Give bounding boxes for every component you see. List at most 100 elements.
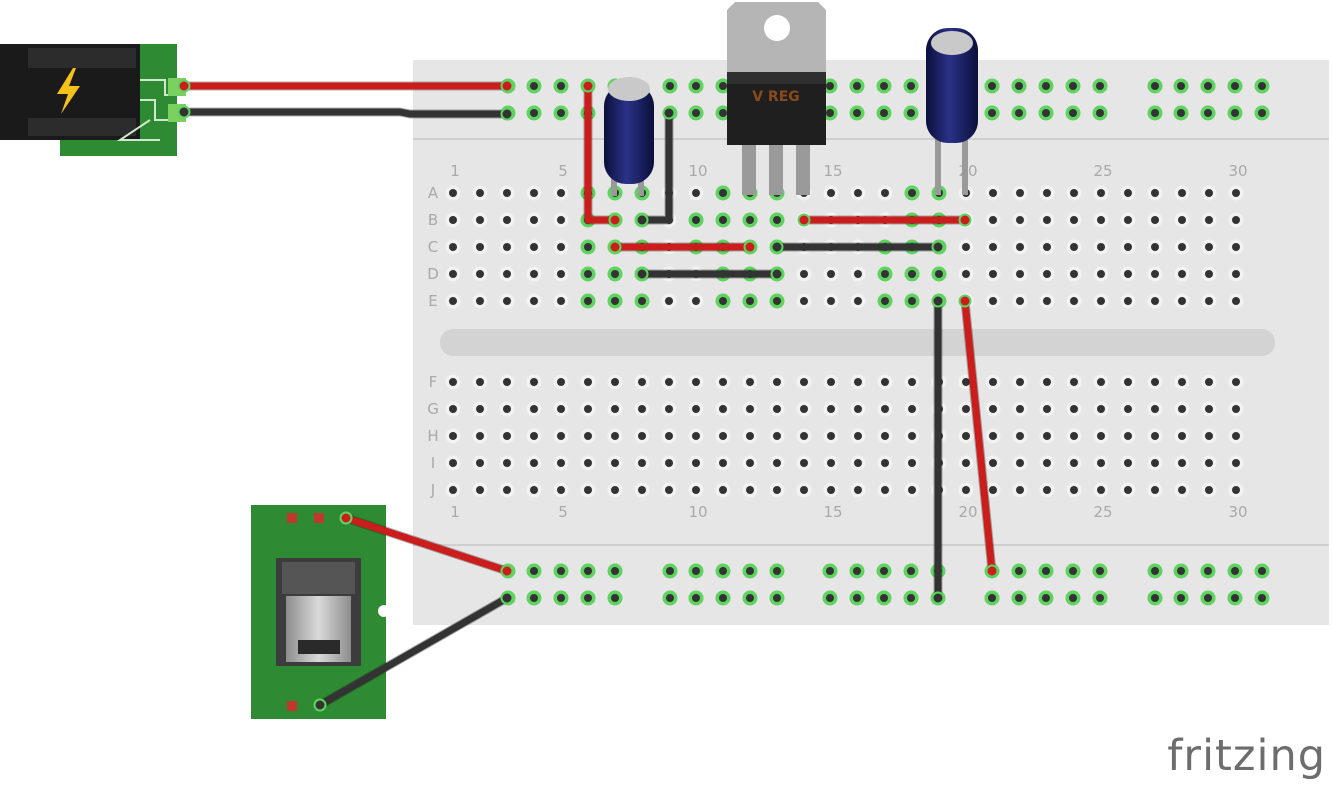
- row-label-E: E: [428, 292, 437, 310]
- hole-B24: [1066, 212, 1082, 228]
- row-label-F: F: [429, 373, 438, 391]
- hole-A16: [850, 185, 866, 201]
- hole-I17: [877, 455, 893, 471]
- rail-hole-1-4-1: [1173, 105, 1189, 121]
- regulator-leg-2: [769, 145, 783, 195]
- rail-hole-0-3-4: [1092, 78, 1108, 94]
- rail-hole-3-2-0: [822, 590, 838, 606]
- hole-B29: [1201, 212, 1217, 228]
- column-label-15-top: 15: [823, 162, 842, 180]
- hole-B26: [1120, 212, 1136, 228]
- capacitor-left-leg-2: [638, 178, 644, 196]
- rail-hole-2-2-3: [903, 563, 919, 579]
- hole-D27: [1147, 266, 1163, 282]
- fritzing-logo: fritzing: [1167, 731, 1326, 781]
- rail-hole-1-2-2: [876, 105, 892, 121]
- hole-F29: [1201, 374, 1217, 390]
- hole-E13: [769, 293, 785, 309]
- hole-J5: [553, 482, 569, 498]
- hole-F15: [823, 374, 839, 390]
- hole-F12: [742, 374, 758, 390]
- rail-hole-0-4-3: [1227, 78, 1243, 94]
- capacitor-left-leg-1: [611, 178, 617, 196]
- voltage-regulator: V REG: [727, 2, 826, 195]
- hole-A15: [823, 185, 839, 201]
- rail-hole-3-1-0: [662, 590, 678, 606]
- hole-B27: [1147, 212, 1163, 228]
- rail-hole-0-3-3: [1065, 78, 1081, 94]
- hole-C4: [526, 239, 542, 255]
- hole-H12: [742, 428, 758, 444]
- wire-rail-to-b5: [581, 79, 622, 227]
- hole-G17: [877, 401, 893, 417]
- capacitor-right: [926, 28, 978, 195]
- rail-hole-2-4-0: [1147, 563, 1163, 579]
- rail-hole-1-0-2: [553, 105, 569, 121]
- hole-J13: [769, 482, 785, 498]
- hole-F10: [688, 374, 704, 390]
- rail-hole-3-4-0: [1147, 590, 1163, 606]
- row-label-I: I: [431, 454, 435, 472]
- regulator-mount-hole: [764, 15, 790, 41]
- hole-I10: [688, 455, 704, 471]
- hole-F27: [1147, 374, 1163, 390]
- row-label-C: C: [428, 238, 438, 256]
- hole-H9: [661, 428, 677, 444]
- rail-hole-1-3-4: [1092, 105, 1108, 121]
- hole-B21: [985, 212, 1001, 228]
- hole-E18: [904, 293, 920, 309]
- hole-G1: [445, 401, 461, 417]
- rail-hole-3-0-4: [607, 590, 623, 606]
- hole-I30: [1228, 455, 1244, 471]
- hole-B2: [472, 212, 488, 228]
- hole-I6: [580, 455, 596, 471]
- column-label-1-top: 1: [450, 162, 460, 180]
- hole-F9: [661, 374, 677, 390]
- hole-A5: [553, 185, 569, 201]
- hole-G22: [1012, 401, 1028, 417]
- rail-hole-2-4-3: [1227, 563, 1243, 579]
- hole-E29: [1201, 293, 1217, 309]
- hole-B11: [715, 212, 731, 228]
- hole-I24: [1066, 455, 1082, 471]
- hole-E12: [742, 293, 758, 309]
- column-label-25-bottom: 25: [1093, 503, 1112, 521]
- hole-E16: [850, 293, 866, 309]
- hole-D18: [904, 266, 920, 282]
- column-label-5-top: 5: [558, 162, 568, 180]
- hole-G3: [499, 401, 515, 417]
- hole-J12: [742, 482, 758, 498]
- hole-E6: [580, 293, 596, 309]
- capacitor-left-top: [608, 77, 650, 101]
- rail-hole-2-2-1: [849, 563, 865, 579]
- rail-hole-1-2-1: [849, 105, 865, 121]
- column-label-10-bottom: 10: [688, 503, 707, 521]
- hole-J24: [1066, 482, 1082, 498]
- hole-D15: [823, 266, 839, 282]
- rail-hole-2-2-0: [822, 563, 838, 579]
- rail-hole-2-3-1: [1011, 563, 1027, 579]
- hole-C27: [1147, 239, 1163, 255]
- rail-hole-2-0-4: [607, 563, 623, 579]
- hole-E10: [688, 293, 704, 309]
- rail-hole-0-3-1: [1011, 78, 1027, 94]
- hole-D25: [1093, 266, 1109, 282]
- hole-J4: [526, 482, 542, 498]
- jack-housing-top: [28, 48, 136, 68]
- hole-D7: [607, 266, 623, 282]
- hole-G18: [904, 401, 920, 417]
- hole-G10: [688, 401, 704, 417]
- hole-I14: [796, 455, 812, 471]
- rail-hole-3-3-3: [1065, 590, 1081, 606]
- dc-barrel-jack: [0, 44, 186, 156]
- hole-I3: [499, 455, 515, 471]
- hole-H13: [769, 428, 785, 444]
- capacitor-right-can: [926, 28, 978, 143]
- hole-J22: [1012, 482, 1028, 498]
- hole-C1: [445, 239, 461, 255]
- rail-hole-1-4-0: [1147, 105, 1163, 121]
- hole-D1: [445, 266, 461, 282]
- rail-hole-3-1-2: [715, 590, 731, 606]
- hole-G23: [1039, 401, 1055, 417]
- capacitor-right-top: [931, 31, 973, 55]
